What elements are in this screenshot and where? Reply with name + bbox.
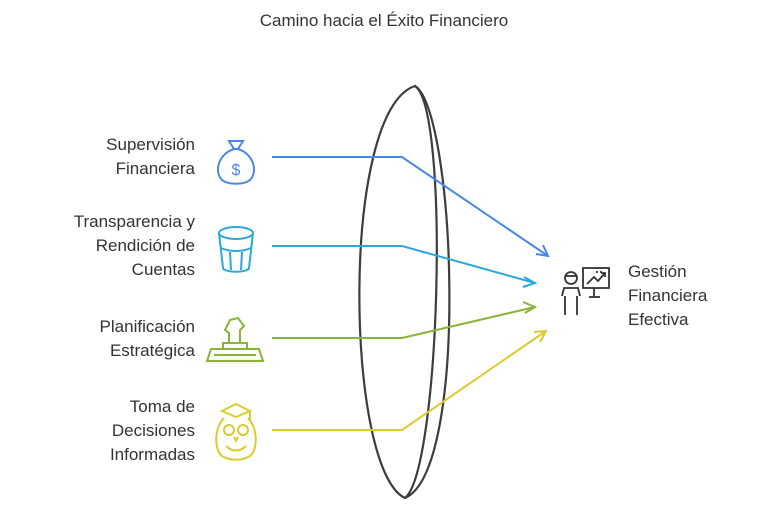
chess-knight-icon [205,316,265,362]
owl-graduate-icon [215,402,257,461]
result-label: Gestión Financiera Efectiva [628,260,707,332]
lens-shape [358,84,451,500]
presenter-chart-icon [561,267,610,315]
glass-icon [218,226,254,273]
result-label-line: Efectiva [628,310,689,329]
svg-text:$: $ [232,162,241,179]
input-label-line: Financiera [115,159,195,178]
result-label-line: Gestión [628,262,687,281]
input-label-line: Planificación [99,317,195,336]
connector-supervision [272,156,550,258]
diagram-title: Camino hacia el Éxito Financiero [259,11,509,30]
connector-transparency [272,245,538,288]
input-label-planning: Planificación Estratégica [0,315,195,363]
input-label-transparency: Transparencia y Rendición de Cuentas [0,210,195,282]
input-label-line: Supervisión [106,135,195,154]
input-label-line: Estratégica [109,341,195,360]
input-label-line: Rendición de [95,236,195,255]
connector-planning [272,301,538,339]
input-label-line: Informadas [109,445,195,464]
money-bag-icon: $ [217,140,255,185]
connector-decisions [272,329,548,431]
input-label-decisions: Toma de Decisiones Informadas [0,395,195,467]
result-label-line: Financiera [628,286,708,305]
input-label-line: Decisiones [111,421,195,440]
input-label-line: Transparencia y [73,212,195,231]
input-label-line: Cuentas [131,260,195,279]
input-label-supervision: Supervisión Financiera [0,133,195,181]
input-label-line: Toma de [129,397,195,416]
